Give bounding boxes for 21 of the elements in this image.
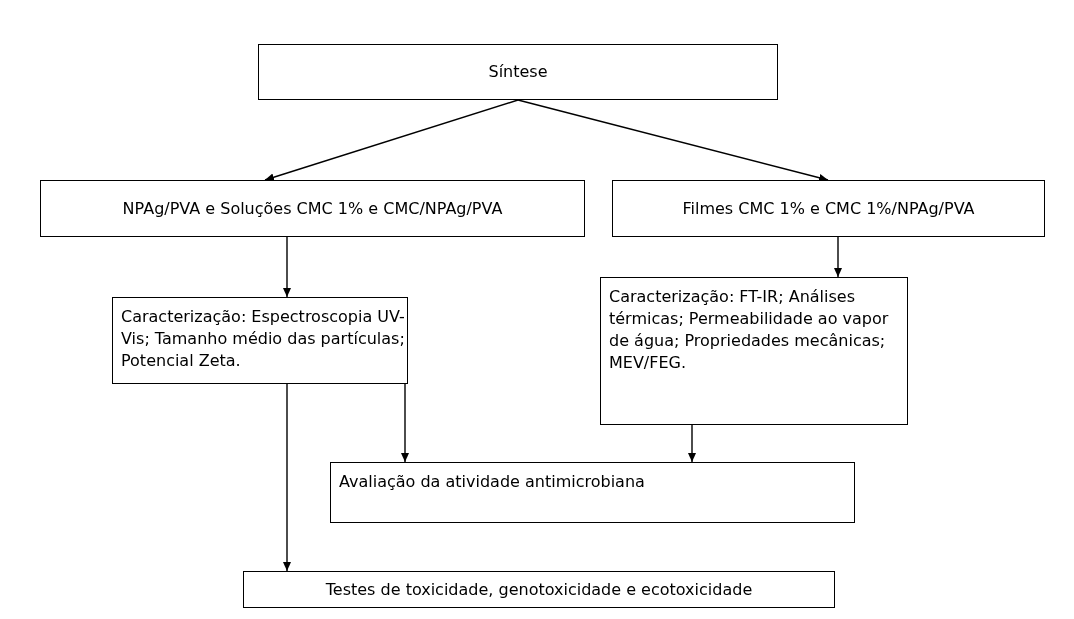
arrow (401, 383, 409, 463)
box-text: NPAg/PVA e Soluções CMC 1% e CMC/NPAg/PVA (122, 197, 503, 220)
box-text: Caracterização: FT-IR; Análises térmicas; Permeabilidade ao vapor de água; Propriedades mecânicas; MEV/FEG. (609, 286, 890, 374)
process-box (612, 180, 1045, 237)
arrow (283, 236, 291, 298)
box-text: Filmes CMC 1% e CMC 1%/NPAg/PVA (682, 197, 975, 220)
arrow (834, 236, 842, 278)
process-box (40, 180, 585, 237)
box-text: Síntese (488, 61, 548, 83)
arrow (283, 383, 291, 572)
process-box (112, 297, 408, 384)
process-box (258, 44, 778, 100)
arrow (688, 424, 696, 463)
process-box (600, 277, 908, 425)
arrow (264, 99, 519, 182)
arrow (517, 99, 829, 182)
box-text: Testes de toxicidade, genotoxicidade e ecotoxicidade (325, 578, 753, 601)
box-text: Caracterização: Espectroscopia UV-Vis; Tamanho médio das partículas; Potencial Zeta. (121, 306, 406, 372)
box-text: Avaliação da atividade antimicrobiana (339, 471, 645, 493)
process-box (243, 571, 835, 608)
process-box (330, 462, 855, 523)
